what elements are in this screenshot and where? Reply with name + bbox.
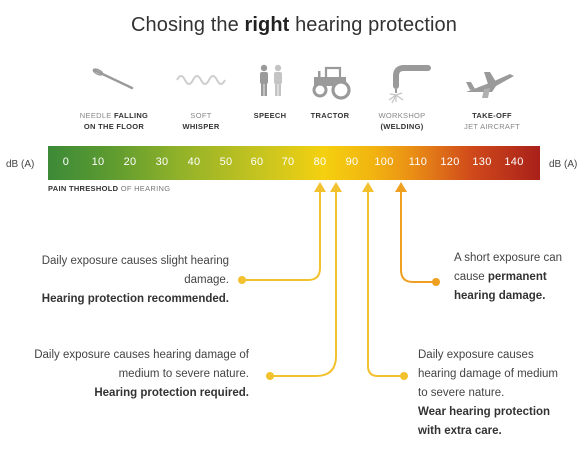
scale-tick: 70 bbox=[281, 156, 295, 168]
tractor-icon bbox=[312, 66, 351, 100]
scale-tick: 50 bbox=[219, 156, 233, 168]
scale-tick: 60 bbox=[250, 156, 264, 168]
scale-tick: 30 bbox=[155, 156, 169, 168]
callout-severe-damage: Daily exposure causes hearing damage of … bbox=[418, 349, 558, 437]
scale-tick: 10 bbox=[91, 156, 105, 168]
connector-80db bbox=[241, 183, 321, 281]
callout-dot-medium bbox=[266, 372, 274, 380]
callout-dot-permanent bbox=[432, 278, 440, 286]
wave-icon bbox=[176, 75, 226, 85]
arrowhead-80db bbox=[314, 182, 326, 192]
pain-threshold-label: PAIN THRESHOLD OF HEARING bbox=[48, 184, 171, 193]
callout-permanent-damage: A short exposure can cause permanent hea… bbox=[454, 252, 563, 302]
decibel-scale-bar: 0 10 20 30 40 50 60 70 80 90 100 110 120… bbox=[48, 146, 540, 180]
scale-tick: 130 bbox=[472, 156, 492, 168]
callout-dot-severe bbox=[400, 372, 408, 380]
people-icon bbox=[260, 64, 282, 96]
scale-tick: 120 bbox=[440, 156, 460, 168]
scale-tick: 20 bbox=[123, 156, 137, 168]
arrowhead-105db bbox=[395, 182, 407, 192]
connector-105db bbox=[400, 183, 437, 283]
connector-95db bbox=[367, 183, 405, 377]
scale-tick: 140 bbox=[504, 156, 524, 168]
jet-icon bbox=[466, 72, 514, 98]
scale-tick: 80 bbox=[313, 156, 327, 168]
scale-tick: 100 bbox=[374, 156, 394, 168]
callout-slight-damage: Daily exposure causes slight hearing dam… bbox=[41, 255, 229, 305]
callout-medium-damage: Daily exposure causes hearing damage of … bbox=[34, 349, 249, 399]
callout-dot-slight bbox=[238, 276, 246, 284]
scale-tick: 90 bbox=[345, 156, 359, 168]
welding-icon bbox=[388, 65, 431, 104]
scale-tick: 40 bbox=[187, 156, 201, 168]
needle-icon bbox=[92, 68, 134, 90]
db-unit-left: dB (A) bbox=[6, 159, 35, 170]
source-label-speech: SPEECH bbox=[253, 111, 287, 120]
source-label-welding: WORKSHOP(WELDING) bbox=[378, 111, 426, 131]
scale-tick: 110 bbox=[408, 156, 428, 168]
arrowhead-85db bbox=[330, 182, 342, 192]
source-label-tractor: TRACTOR bbox=[310, 111, 350, 120]
chart-title: Chosing the right hearing protection bbox=[130, 14, 457, 36]
arrowhead-95db bbox=[362, 182, 374, 192]
connector-85db bbox=[269, 183, 337, 377]
db-unit-right: dB (A) bbox=[549, 159, 578, 170]
scale-tick: 0 bbox=[62, 156, 70, 168]
